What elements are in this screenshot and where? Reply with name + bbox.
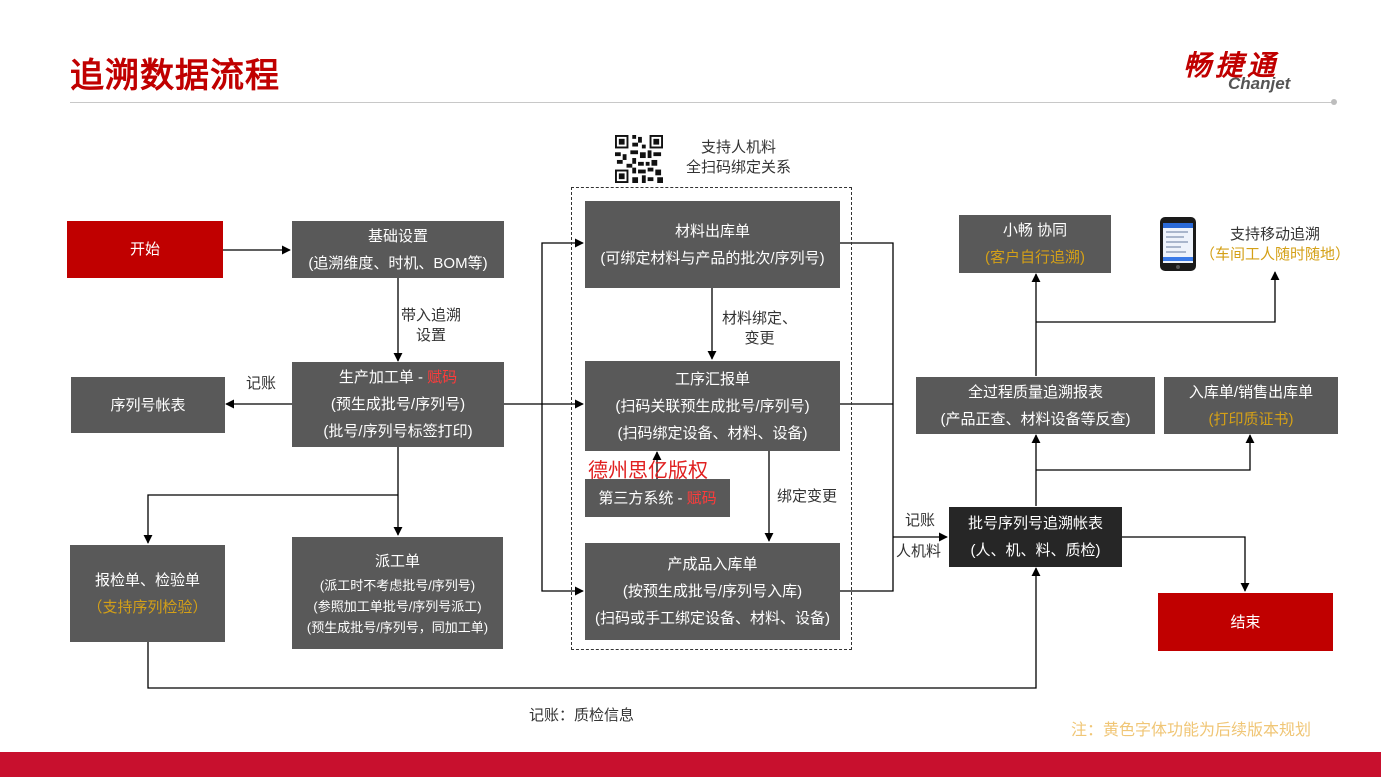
scan-support-label: 支持人机料 全扫码绑定关系 xyxy=(686,138,791,178)
in-out-order-detail: (打印质证书) xyxy=(1208,410,1294,428)
record-label: 记账 xyxy=(246,375,277,392)
basic-settings-node: 基础设置 (追溯维度、时机、BOM等) xyxy=(292,221,504,278)
header-divider xyxy=(70,102,1334,103)
material-out-title: 材料出库单 xyxy=(674,222,750,240)
qr-code-icon xyxy=(615,135,663,183)
dispatch-node: 派工单 (派工时不考虑批号/序列号) (参照加工单批号/序列号派工) (预生成批… xyxy=(292,537,503,649)
in-out-order-title: 入库单/销售出库单 xyxy=(1188,383,1314,401)
material-out-node: 材料出库单 (可绑定材料与产品的批次/序列号) xyxy=(585,201,840,288)
logo-english: Chanjet xyxy=(1228,74,1291,93)
production-order-node: 生产加工单 - 赋码 (预生成批号/序列号) (批号/序列号标签打印) xyxy=(292,362,504,447)
material-bind-label: 材料绑定、 变更 xyxy=(722,309,797,349)
third-party-coding-highlight: 赋码 xyxy=(686,489,717,507)
scan-support-line-2: 全扫码绑定关系 xyxy=(686,159,792,176)
in-out-order-node: 入库单/销售出库单 (打印质证书) xyxy=(1164,377,1338,434)
mobile-trace-line-1: 支持移动追溯 xyxy=(1230,226,1321,243)
trace-ledger-detail: (人、机、料、质检) xyxy=(970,542,1101,559)
inspection-detail: （支持序列检验） xyxy=(87,598,208,616)
bind-change-label: 绑定变更 xyxy=(777,488,838,505)
production-order-title-text: 生产加工单 - xyxy=(338,369,428,386)
footer-bar xyxy=(0,752,1381,777)
scan-support-line-1: 支持人机料 xyxy=(701,139,777,156)
material-out-detail: (可绑定材料与产品的批次/序列号) xyxy=(600,249,825,267)
finished-in-node: 产成品入库单 (按预生成批号/序列号入库) (扫码或手工绑定设备、材料、设备) xyxy=(585,543,840,640)
material-bind-line-1: 材料绑定、 xyxy=(722,310,798,327)
xiaochang-title: 小畅 协同 xyxy=(1002,222,1068,239)
finished-in-detail-2: (扫码或手工绑定设备、材料、设备) xyxy=(595,610,830,627)
record-label-2: 记账 xyxy=(905,512,936,529)
third-party-label: 第三方系统 - 赋码 xyxy=(598,485,716,512)
xiaochang-detail: (客户自行追溯) xyxy=(985,249,1085,266)
man-machine-material-label: 人机料 xyxy=(896,543,942,560)
finished-in-detail-1: (按预生成批号/序列号入库) xyxy=(622,583,803,600)
mobile-trace-label: 支持移动追溯 （车间工人随时随地） xyxy=(1200,225,1350,265)
process-report-title: 工序汇报单 xyxy=(674,370,750,388)
dispatch-title: 派工单 xyxy=(374,552,420,570)
start-label: 开始 xyxy=(129,241,160,258)
scan-binding-group xyxy=(571,187,852,650)
dispatch-detail-1: (派工时不考虑批号/序列号) xyxy=(319,577,476,593)
process-report-detail-2: (扫码绑定设备、材料、设备) xyxy=(617,424,808,442)
bring-trace-line-2: 设置 xyxy=(416,327,447,344)
quality-report-detail: (产品正查、材料设备等反查) xyxy=(940,410,1131,428)
inspection-title: 报检单、检验单 xyxy=(94,571,200,589)
serial-ledger-node: 序列号帐表 xyxy=(71,377,225,433)
process-report-detail-1: (扫码关联预生成批号/序列号) xyxy=(615,397,810,415)
production-order-detail-2: (批号/序列号标签打印) xyxy=(323,423,473,440)
process-report-node: 工序汇报单 (扫码关联预生成批号/序列号) (扫码绑定设备、材料、设备) xyxy=(585,361,840,451)
production-order-title: 生产加工单 - 赋码 xyxy=(339,364,457,391)
production-order-coding-highlight: 赋码 xyxy=(427,369,458,386)
quality-report-node: 全过程质量追溯报表 (产品正查、材料设备等反查) xyxy=(916,377,1155,434)
dispatch-detail-3: (预生成批号/序列号，同加工单) xyxy=(306,619,489,635)
page-title: 追溯数据流程 xyxy=(70,57,280,95)
basic-settings-title: 基础设置 xyxy=(367,227,428,245)
xiaochang-node: 小畅 协同 (客户自行追溯) xyxy=(959,215,1111,273)
trace-ledger-title: 批号序列号追溯帐表 xyxy=(967,515,1103,532)
qc-record-label: 记账：质检信息 xyxy=(529,707,635,724)
end-node: 结束 xyxy=(1158,593,1333,651)
third-party-node: 第三方系统 - 赋码 xyxy=(585,479,730,517)
finished-in-title: 产成品入库单 xyxy=(667,556,758,573)
material-bind-line-2: 变更 xyxy=(744,330,775,347)
production-order-detail-1: (预生成批号/序列号) xyxy=(330,396,466,413)
serial-ledger-label: 序列号帐表 xyxy=(110,396,186,414)
header-divider-dot xyxy=(1331,99,1337,105)
third-party-text: 第三方系统 - xyxy=(598,489,687,507)
footnote: 注：黄色字体功能为后续版本规划 xyxy=(1071,722,1312,739)
bring-trace-label: 带入追溯 设置 xyxy=(401,306,461,346)
start-node: 开始 xyxy=(67,221,223,278)
mobile-phone-icon xyxy=(1160,217,1196,271)
quality-report-title: 全过程质量追溯报表 xyxy=(967,383,1103,401)
logo-chinese: 畅捷通 xyxy=(1183,50,1280,81)
bring-trace-line-1: 带入追溯 xyxy=(401,307,462,324)
mobile-trace-line-2: （车间工人随时随地） xyxy=(1200,246,1351,263)
end-label: 结束 xyxy=(1230,613,1261,631)
trace-ledger-node: 批号序列号追溯帐表 (人、机、料、质检) xyxy=(949,507,1122,567)
dispatch-detail-2: (参照加工单批号/序列号派工) xyxy=(313,598,482,614)
inspection-node: 报检单、检验单 （支持序列检验） xyxy=(70,545,225,642)
watermark-text: 德州思亿版权 xyxy=(588,460,708,482)
basic-settings-detail: (追溯维度、时机、BOM等) xyxy=(308,254,488,272)
